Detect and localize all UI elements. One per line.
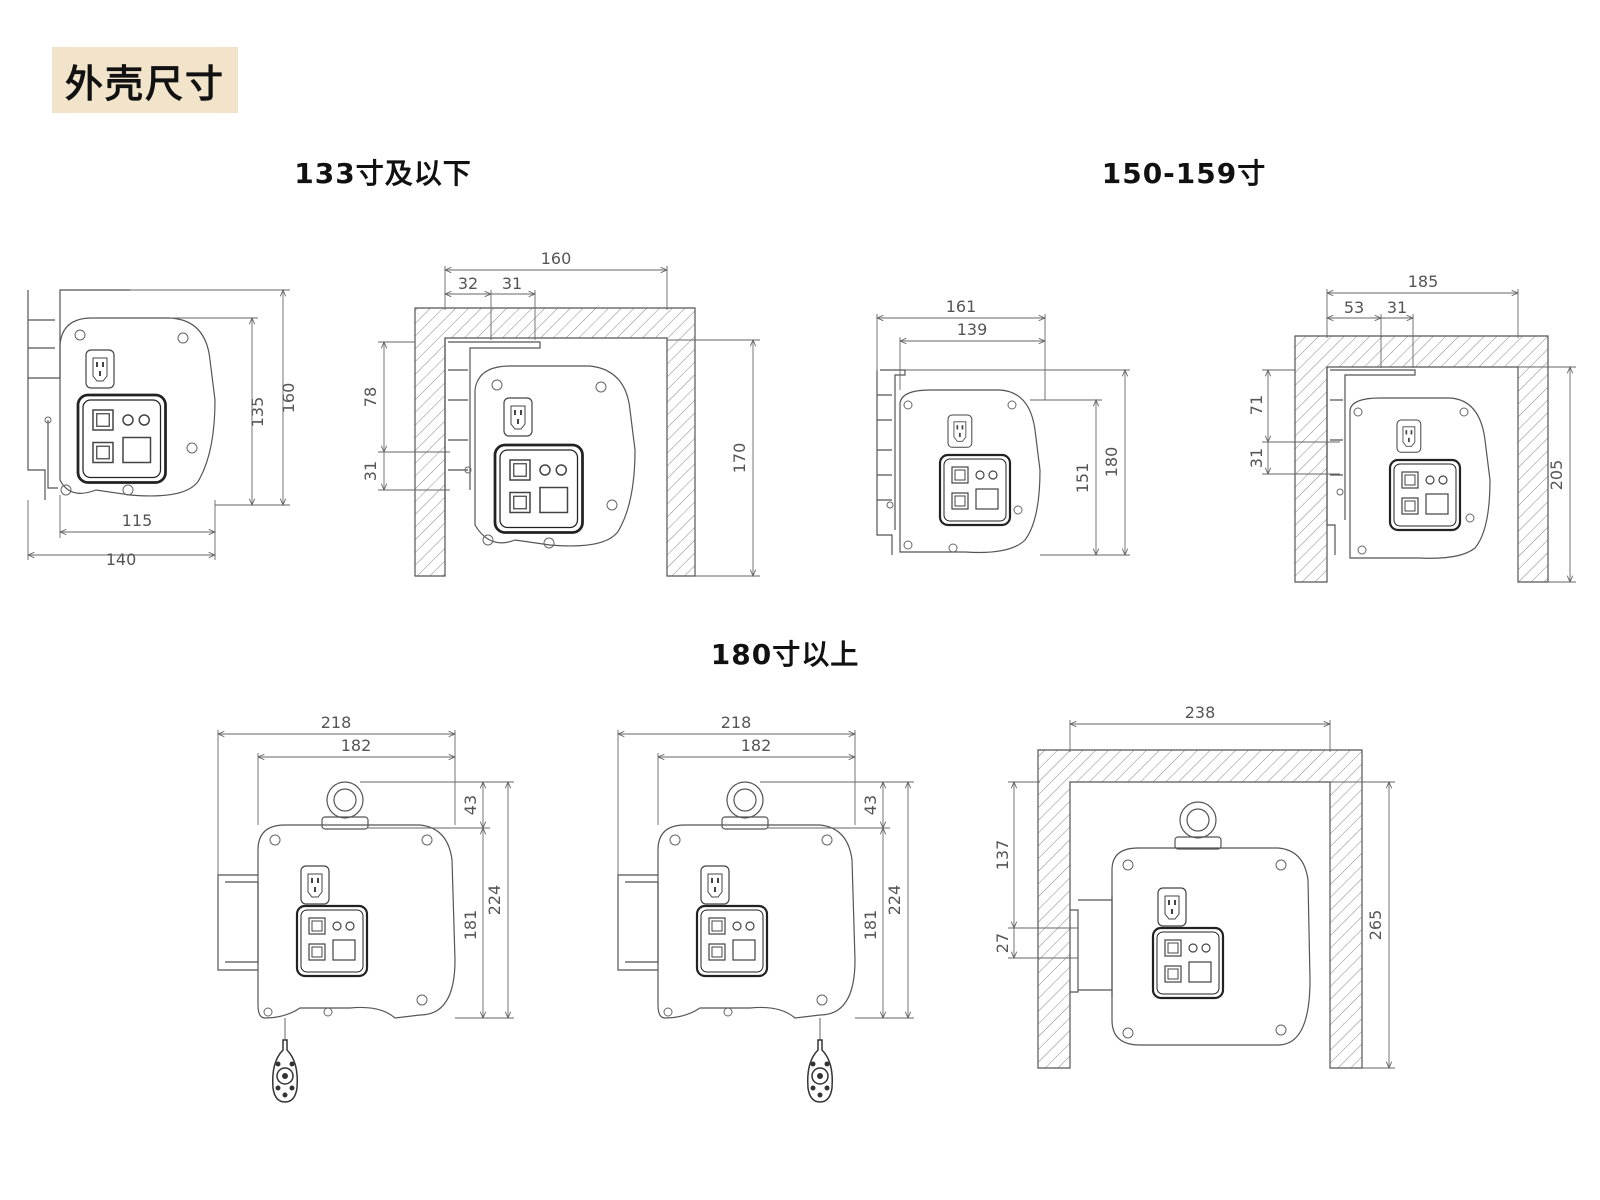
dim-e-inner-height: 181 xyxy=(461,910,480,941)
dim-c-inner-height: 151 xyxy=(1073,463,1092,494)
section-title-medium: 150-159寸 xyxy=(1101,157,1267,190)
dim-c-height: 180 xyxy=(1102,447,1121,478)
dim-g-vertical-1: 137 xyxy=(993,840,1012,871)
dim-c-inner-width: 139 xyxy=(957,320,988,339)
dim-b-height: 170 xyxy=(730,443,749,474)
dim-g-height: 265 xyxy=(1366,910,1385,941)
section-title-small: 133寸及以下 xyxy=(294,157,472,190)
dim-e-inner-width: 182 xyxy=(341,736,372,755)
dim-d-vertical-2: 31 xyxy=(1247,448,1266,468)
dim-b-width: 160 xyxy=(541,249,572,268)
badge-title: 外壳尺寸 xyxy=(64,61,225,106)
section-title-large: 180寸以上 xyxy=(710,638,860,671)
dim-a-height: 160 xyxy=(279,383,298,414)
drawing-d: 185 53 31 71 31 205 xyxy=(1247,272,1576,582)
dim-f-inner-height: 181 xyxy=(861,910,880,941)
dim-e-height: 224 xyxy=(485,885,504,916)
dim-f-height: 224 xyxy=(885,885,904,916)
dim-e-top: 43 xyxy=(461,795,480,815)
dim-d-height: 205 xyxy=(1547,460,1566,491)
section-badge: 外壳尺寸 xyxy=(52,47,238,113)
dim-f-inner-width: 182 xyxy=(741,736,772,755)
drawing-b: 160 32 31 78 31 170 xyxy=(361,249,760,576)
dim-b-offset-1: 32 xyxy=(458,274,478,293)
drawing-a: 140 115 160 135 xyxy=(28,290,298,569)
dim-b-vertical-1: 78 xyxy=(361,387,380,407)
dim-g-vertical-2: 27 xyxy=(993,933,1012,953)
dim-b-vertical-2: 31 xyxy=(361,461,380,481)
dim-a-inner-width: 115 xyxy=(122,511,153,530)
dim-a-width: 140 xyxy=(106,550,137,569)
dim-a-inner-height: 135 xyxy=(248,397,267,428)
drawing-g: 238 137 27 265 xyxy=(993,703,1395,1068)
dim-f-top: 43 xyxy=(861,795,880,815)
drawing-c: 161 139 180 151 xyxy=(877,297,1130,555)
dim-c-width: 161 xyxy=(946,297,977,316)
dim-f-width: 218 xyxy=(721,713,752,732)
dim-e-width: 218 xyxy=(321,713,352,732)
dim-d-vertical-1: 71 xyxy=(1247,395,1266,415)
dim-g-width: 238 xyxy=(1185,703,1216,722)
dim-d-offset-2: 31 xyxy=(1387,298,1407,317)
drawing-e: 218 182 43 224 181 xyxy=(218,713,514,1103)
dim-b-offset-2: 31 xyxy=(502,274,522,293)
dim-d-width: 185 xyxy=(1408,272,1439,291)
drawing-f: 218 182 43 224 181 xyxy=(618,713,914,1103)
dim-d-offset-1: 53 xyxy=(1344,298,1364,317)
